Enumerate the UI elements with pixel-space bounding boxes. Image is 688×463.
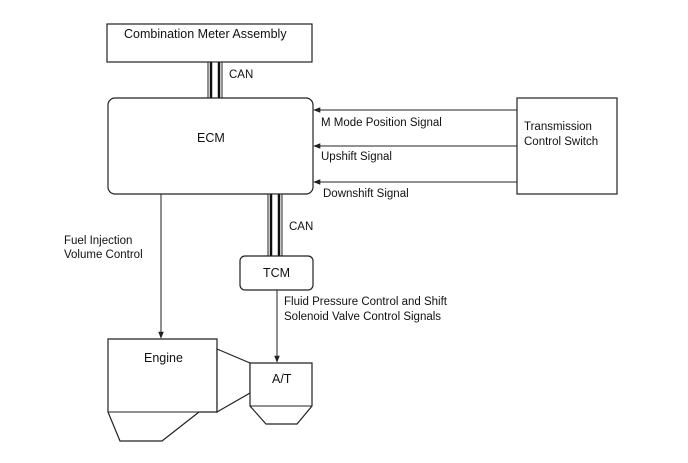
can-bus-top <box>207 61 223 99</box>
can-bus-bottom <box>267 193 283 257</box>
transmission-switch-label-line1: Transmission <box>524 121 592 133</box>
fuel-injection-label-line2: Volume Control <box>64 249 143 261</box>
ecm-label: ECM <box>197 131 225 145</box>
bell-housing-shape <box>216 348 251 414</box>
fuel-injection-label-line1: Fuel Injection <box>64 235 132 247</box>
automatic-transmission-shape <box>249 362 313 425</box>
upshift-signal-label: Upshift Signal <box>321 151 392 163</box>
can-top-label: CAN <box>229 69 253 81</box>
engine-label: Engine <box>144 351 183 365</box>
combination-meter-label: Combination Meter Assembly <box>124 27 287 41</box>
m-mode-signal-label: M Mode Position Signal <box>321 117 442 129</box>
ecm-box <box>107 97 314 195</box>
fluid-pressure-label-line2: Solenoid Valve Control Signals <box>284 311 441 323</box>
at-label: A/T <box>272 372 292 386</box>
combination-meter-box <box>106 23 313 63</box>
fluid-pressure-label-line1: Fluid Pressure Control and Shift <box>284 296 448 308</box>
can-bottom-label: CAN <box>289 221 313 233</box>
downshift-signal-label: Downshift Signal <box>323 188 409 200</box>
transmission-switch-label-line2: Control Switch <box>524 136 598 148</box>
tcm-label: TCM <box>263 266 290 280</box>
